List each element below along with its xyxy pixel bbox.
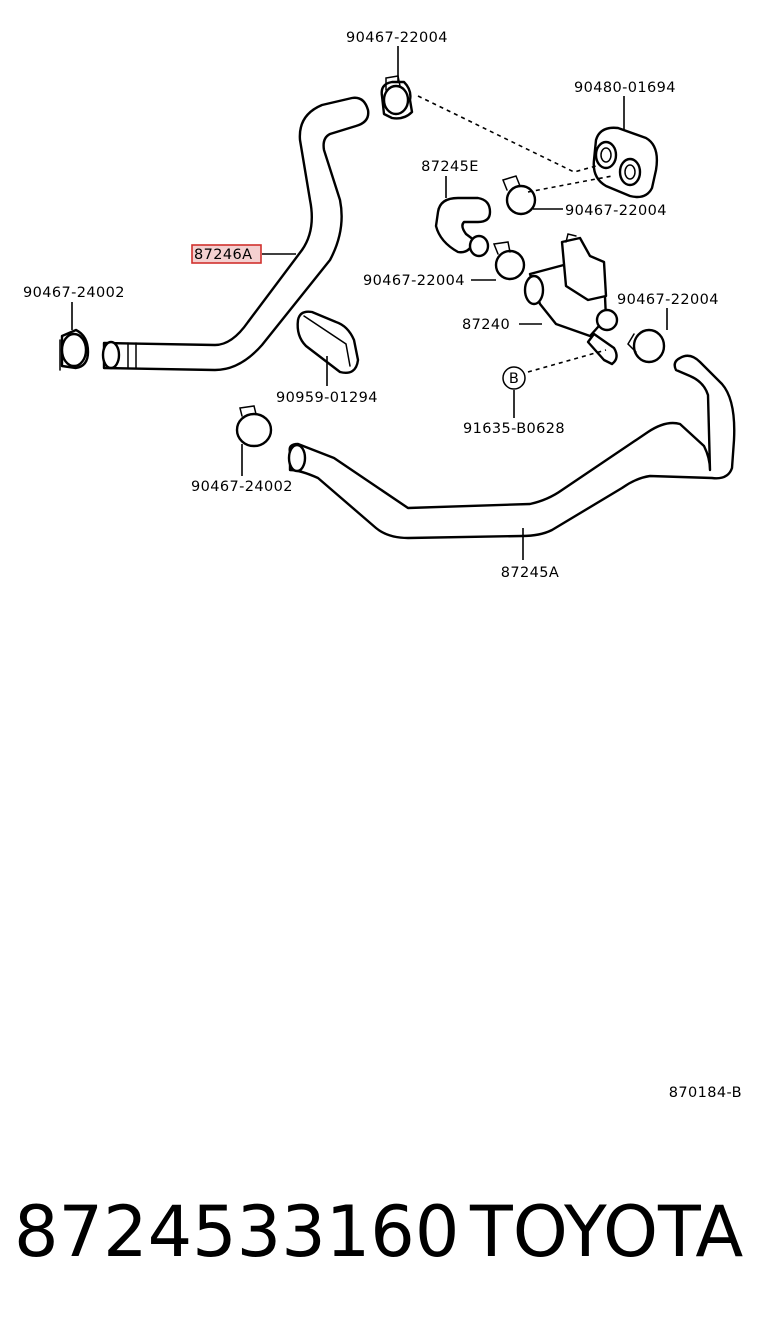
clip-right-1-icon[interactable] bbox=[502, 175, 537, 216]
grommet-icon[interactable] bbox=[592, 126, 659, 199]
clip-left-icon[interactable] bbox=[59, 328, 90, 371]
label-hose-87245a[interactable]: 87245A bbox=[501, 565, 559, 581]
label-clamp-holder[interactable]: 90959-01294 bbox=[276, 390, 378, 406]
label-valve[interactable]: 87240 bbox=[462, 317, 510, 333]
label-clip-top[interactable]: 90467-22004 bbox=[346, 30, 448, 46]
label-clip-right-2[interactable]: 90467-22004 bbox=[617, 292, 719, 308]
dash-leader-top bbox=[417, 95, 597, 173]
hose-87246a[interactable] bbox=[101, 96, 370, 372]
label-grommet[interactable]: 90480-01694 bbox=[574, 80, 676, 96]
dash-leader-grommet bbox=[527, 175, 613, 193]
label-clip-mid[interactable]: 90467-22004 bbox=[363, 273, 465, 289]
bolt-ref-letter: B bbox=[509, 371, 519, 387]
bolt-ref-circle bbox=[502, 366, 526, 390]
label-clip-right-1[interactable]: 90467-22004 bbox=[565, 203, 667, 219]
water-valve-icon[interactable] bbox=[523, 233, 619, 366]
clip-mid-icon[interactable] bbox=[492, 241, 526, 281]
clamp-holder-icon[interactable] bbox=[296, 310, 360, 374]
clip-top-icon[interactable] bbox=[380, 75, 414, 120]
diagram-code: 870184-B bbox=[669, 1085, 742, 1101]
footer-brand: TOYOTA bbox=[470, 1191, 744, 1273]
dash-leader-bolt bbox=[527, 349, 607, 373]
clip-right-2-icon[interactable] bbox=[627, 328, 666, 364]
label-clip-lower[interactable]: 90467-24002 bbox=[191, 479, 293, 495]
footer-part-number: 8724533160 bbox=[14, 1191, 460, 1273]
label-hose-87245e[interactable]: 87245E bbox=[421, 159, 479, 175]
hose-87245e[interactable] bbox=[434, 196, 492, 258]
label-bolt[interactable]: 91635-B0628 bbox=[463, 421, 565, 437]
label-clip-left[interactable]: 90467-24002 bbox=[23, 285, 125, 301]
highlight-box bbox=[191, 244, 262, 264]
label-hose-87246a[interactable]: 87246A bbox=[194, 247, 252, 263]
hose-87245a[interactable] bbox=[287, 354, 736, 540]
clip-lower-icon[interactable] bbox=[235, 405, 273, 448]
